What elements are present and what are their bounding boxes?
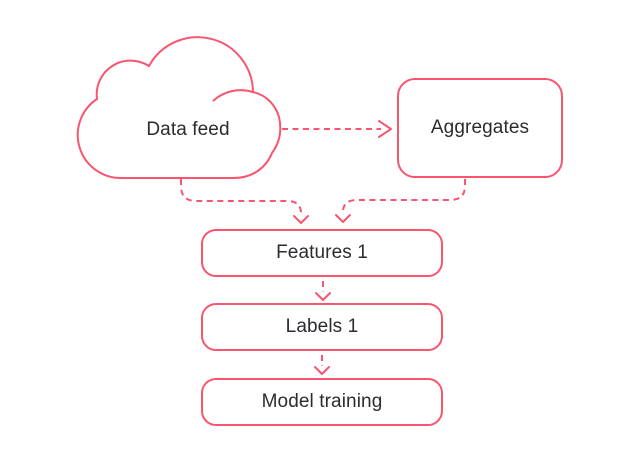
arrowhead-down-icon <box>293 215 309 224</box>
node-features-label: Features 1 <box>276 242 368 263</box>
node-labels: Labels 1 <box>201 303 443 351</box>
node-aggregates: Aggregates <box>397 78 563 178</box>
node-aggregates-label: Aggregates <box>430 117 530 138</box>
edge-features-to-labels <box>315 281 331 301</box>
node-data-feed-label: Data feed <box>146 119 230 140</box>
arrowhead-down-icon <box>315 292 331 301</box>
edge-labels-to-modeltraining <box>314 355 330 375</box>
arrowhead-down-icon <box>314 366 330 375</box>
node-model-training: Model training <box>201 378 443 426</box>
arrowhead-right-icon <box>378 120 392 138</box>
node-model-training-label: Model training <box>261 391 383 412</box>
edge-aggregates-to-features <box>335 179 466 223</box>
cloud-shape <box>76 36 282 180</box>
arrowhead-down-icon <box>335 214 351 223</box>
cloud-inner-arc <box>212 89 254 102</box>
edge-datafeed-to-features <box>180 179 309 224</box>
node-features: Features 1 <box>201 229 443 277</box>
edge-datafeed-to-aggregates <box>282 120 392 138</box>
node-labels-label: Labels 1 <box>285 316 359 337</box>
